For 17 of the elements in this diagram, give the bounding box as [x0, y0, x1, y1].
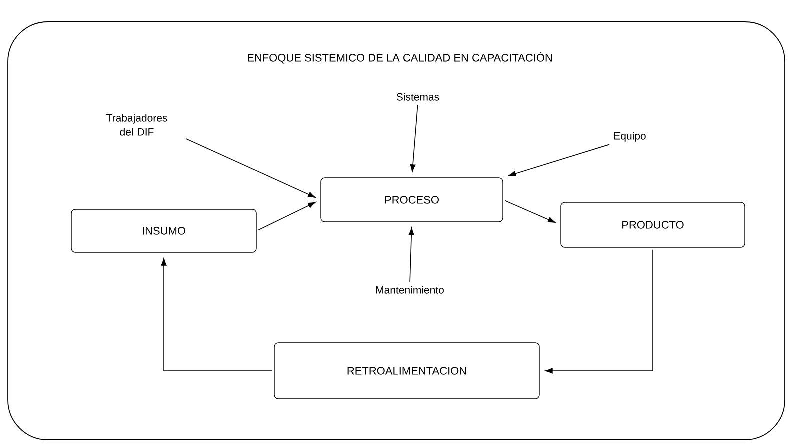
arrow: [504, 200, 556, 224]
arrow: [410, 104, 418, 172]
arrow: [161, 258, 273, 372]
title: ENFOQUE SISTEMICO DE LA CALIDAD EN CAPACITACIÓN: [248, 52, 552, 64]
process-box: PRODUCTO: [560, 202, 746, 248]
process-box: PROCESO: [320, 178, 504, 222]
process-box: INSUMO: [71, 209, 257, 253]
arrow: [408, 228, 414, 282]
input-label: Equipo: [614, 132, 646, 142]
process-box: RETROALIMENTACION: [274, 342, 540, 400]
arrow: [186, 138, 316, 198]
arrow: [258, 202, 316, 231]
arrow: [545, 249, 654, 374]
arrow: [508, 144, 610, 177]
input-label: Mantenimiento: [376, 286, 444, 294]
input-label: Sistemas: [396, 93, 440, 101]
input-label: Trabajadores del DIF: [106, 114, 168, 136]
